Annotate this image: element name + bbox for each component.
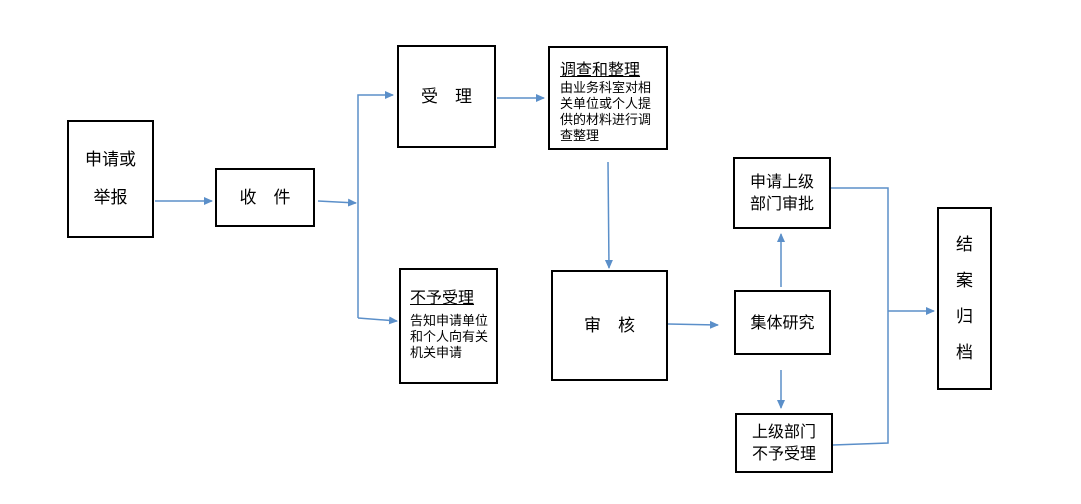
arrow-branch-to-reject — [357, 316, 398, 325]
investigate-body: 由业务科室对相关单位或个人提供的材料进行调查整理 — [560, 81, 652, 144]
investigate-title: 调查和整理 — [560, 60, 641, 79]
branch-line-up — [357, 91, 394, 318]
merge-line — [831, 187, 889, 446]
investigate-box: 调查和整理 由业务科室对相关单位或个人提供的材料进行调查整理 — [548, 46, 668, 150]
reject-body: 告知申请单位和个人向有关机关申请 — [410, 314, 489, 361]
apply-line-1: 申请或 — [85, 150, 136, 170]
receive-box: 收 件 — [215, 168, 315, 227]
superior-reject-line-2: 不予受理 — [751, 444, 816, 463]
request-superior-line-2: 部门审批 — [749, 194, 814, 213]
request-superior-line-1: 申请上级 — [749, 172, 814, 191]
superior-reject-box: 上级部门 不予受理 — [735, 413, 833, 473]
apply-line-2: 举报 — [93, 188, 128, 208]
accept-box: 受 理 — [397, 45, 496, 148]
arrow-receive-to-branch — [317, 198, 357, 207]
review-label: 审 核 — [584, 315, 635, 336]
archive-char-1: 结 — [956, 234, 973, 255]
archive-char-3: 归 — [956, 306, 973, 327]
archive-char-4: 档 — [956, 342, 973, 363]
accept-label: 受 理 — [421, 86, 472, 107]
collective-study-box: 集体研究 — [734, 290, 831, 355]
superior-reject-line-1: 上级部门 — [751, 422, 816, 441]
archive-char-2: 案 — [956, 270, 973, 291]
reject-title: 不予受理 — [410, 288, 475, 307]
apply-or-report-box: 申请或 举报 — [67, 120, 154, 238]
arrow-investigate-to-review — [604, 161, 613, 269]
review-box: 审 核 — [551, 270, 668, 381]
arrow-review-to-collective — [667, 320, 719, 329]
collective-label: 集体研究 — [750, 312, 815, 332]
request-superior-box: 申请上级 部门审批 — [733, 157, 831, 229]
archive-box: 结 案 归 档 — [937, 207, 992, 390]
receive-label: 收 件 — [239, 187, 291, 208]
reject-box: 不予受理 告知申请单位和个人向有关机关申请 — [399, 268, 498, 384]
